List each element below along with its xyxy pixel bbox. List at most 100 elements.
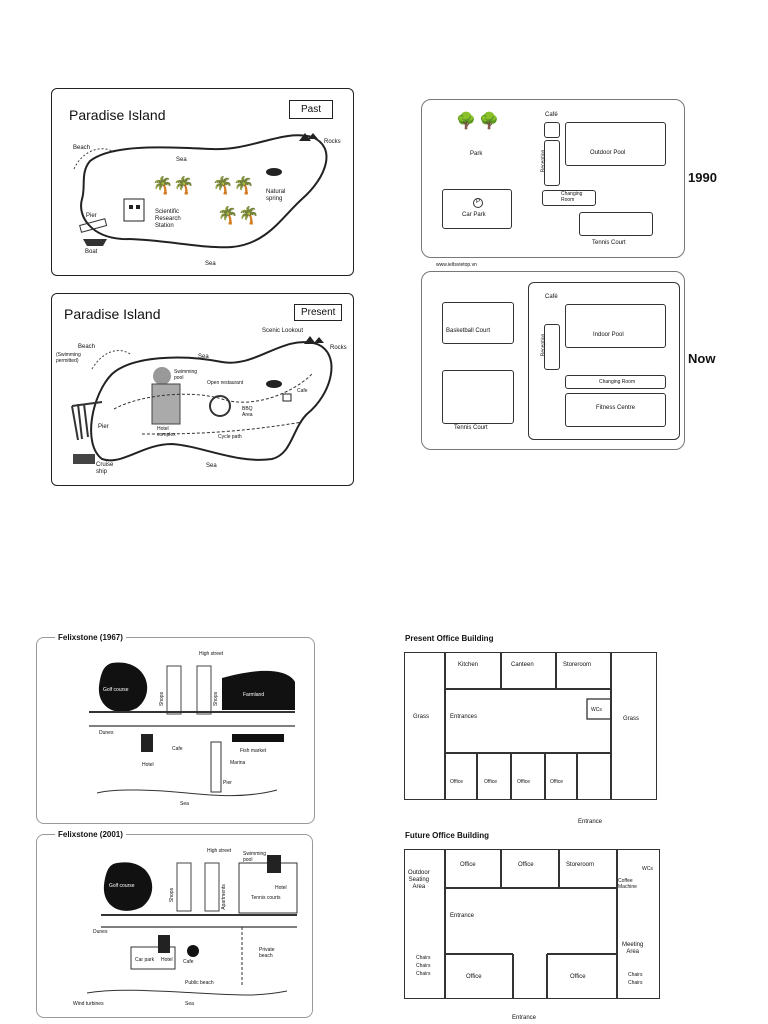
- basketball-court-box: [442, 302, 514, 344]
- storeroom-label: Storeroom: [566, 862, 595, 868]
- rocks-label: Rocks: [330, 345, 347, 351]
- beach-label: Beach: [73, 145, 91, 151]
- hotel-right-label: Hotel: [275, 885, 287, 891]
- fish-market-label: Fish market: [240, 748, 267, 754]
- apartments-label: Apartments: [220, 884, 227, 910]
- swimming-pool-label: Swimming pool: [243, 851, 267, 863]
- reception-box: [544, 140, 560, 186]
- reception-label: Reception: [540, 333, 547, 357]
- office-label-1: Office: [460, 862, 476, 868]
- dunes-label: Dunes: [93, 929, 108, 935]
- reception-label: Reception: [540, 149, 547, 173]
- hotel-label: Hotel: [142, 762, 154, 768]
- leisure-1990-panel: 🌳 🌳 Park Café Reception Outdoor Pool Cha…: [421, 99, 685, 258]
- palm-trees-icon: 🌴🌴: [152, 176, 195, 195]
- fitness-centre-box: [565, 393, 666, 427]
- marina-label: Marina: [230, 760, 246, 766]
- paradise-present-panel: Paradise Island Present Scenic Lookout R…: [51, 293, 354, 486]
- office-present-plan: [404, 652, 657, 800]
- shops-left-label: Shops: [159, 691, 166, 707]
- outdoor-pool-box: [565, 122, 666, 166]
- meeting-area-label: Meeting Area: [622, 942, 644, 955]
- storeroom-label: Storeroom: [563, 662, 592, 668]
- car-park-box: [442, 189, 512, 229]
- chairs-label-1: Chairs: [416, 955, 431, 961]
- tennis-court-box: [579, 212, 653, 236]
- sea-bottom-label: Sea: [206, 463, 217, 469]
- tennis-court-label: Tennis Court: [454, 425, 488, 431]
- indoor-pool-label: Indoor Pool: [593, 332, 624, 338]
- paradise-present-badge: Present: [294, 304, 343, 321]
- hotel-complex-label: Hotel complex: [157, 426, 176, 438]
- indoor-pool-box: [565, 304, 666, 348]
- chairs-label-2: Chairs: [416, 963, 431, 969]
- sea-label: Sea: [185, 1001, 194, 1007]
- felixstowe-2001-map: [86, 855, 298, 996]
- reception-box: [544, 324, 560, 370]
- wind-turbines-label: Wind turbines: [73, 1001, 104, 1007]
- grass-right-label: Grass: [623, 716, 640, 722]
- paradise-past-map: [73, 133, 328, 249]
- cafe-label: Cafe: [183, 959, 194, 965]
- pier-label: Pier: [223, 780, 232, 786]
- entrance-label-bottom: Entrance: [512, 1015, 537, 1021]
- paradise-present-title: Paradise Island: [64, 306, 161, 322]
- changing-room-box: [542, 190, 596, 206]
- tennis-court-label: Tennis Court: [592, 240, 626, 246]
- wcs-label: WCs: [591, 707, 602, 713]
- entrance-label: Entrance: [578, 819, 603, 825]
- farmland-label: Farmland: [243, 692, 265, 698]
- sea-bottom-label: Sea: [205, 261, 216, 267]
- paradise-past-panel: Paradise Island Past 🌴🌴 🌴🌴 🌴🌴 Beach Sea …: [51, 88, 354, 276]
- year-1990-label: 1990: [688, 170, 717, 185]
- high-street-label: High street: [207, 848, 232, 854]
- cafe-label: Cafe: [172, 746, 183, 752]
- beach-label: Beach: [78, 344, 96, 350]
- paradise-present-map: [71, 336, 333, 464]
- public-beach-label: Public beach: [185, 980, 214, 986]
- office-label-2: Office: [484, 779, 497, 785]
- website-label: www.ieltsvietop.vn: [436, 262, 477, 268]
- felixstowe-2001-title: Felixstone (2001): [55, 830, 126, 839]
- car-park-label: Car park: [135, 957, 155, 963]
- rocks-label: Rocks: [324, 139, 341, 145]
- office-label-3: Office: [517, 779, 530, 785]
- felixstowe-1967-panel: Felixstone (1967) Golf course High stree…: [36, 633, 315, 824]
- office-future-plan: [404, 849, 660, 999]
- sea-top-label: Sea: [198, 354, 209, 360]
- canteen-label: Canteen: [511, 662, 534, 668]
- cafe-label: Café: [545, 112, 558, 118]
- open-restaurant-label: Open restaurant: [207, 380, 244, 386]
- swimming-permitted-label: (Swimming permitted): [56, 352, 81, 364]
- sea-top-label: Sea: [176, 157, 187, 163]
- dunes-label: Dunes: [99, 730, 114, 736]
- office-label-2: Office: [518, 862, 534, 868]
- private-beach-label: Private beach: [259, 947, 275, 959]
- office-label-4: Office: [550, 779, 563, 785]
- wcs-label: WCs: [642, 866, 653, 872]
- palm-trees-icon: 🌴🌴: [212, 176, 255, 195]
- felixstowe-1967-title: Felixstone (1967): [55, 633, 126, 642]
- felixstowe-1967-map: [89, 662, 295, 797]
- tennis-courts-label: Tennis courts: [251, 895, 281, 901]
- tree-icon: 🌳: [456, 113, 476, 130]
- shops-label: Shops: [169, 887, 176, 903]
- outdoor-pool-label: Outdoor Pool: [590, 150, 626, 156]
- changing-room-label: Changing Room: [599, 379, 636, 385]
- cafe-label: Cafe: [297, 388, 308, 394]
- office-label-4: Office: [570, 974, 586, 980]
- year-now-label: Now: [688, 351, 716, 366]
- tennis-court-area-box: [442, 370, 514, 424]
- golf-course-label: Golf course: [109, 883, 135, 889]
- outdoor-seating-label: Outdoor Seating Area: [408, 870, 430, 890]
- paradise-past-badge: Past: [289, 100, 334, 119]
- tree-icon: 🌳: [479, 113, 499, 130]
- natural-spring-label: Natural spring: [266, 189, 286, 202]
- scenic-lookout-label: Scenic Lookout: [262, 328, 304, 334]
- office-future-title: Future Office Building: [405, 831, 489, 840]
- office-present-title: Present Office Building: [405, 634, 494, 643]
- chairs-label-5: Chairs: [628, 980, 643, 986]
- changing-room-box: [565, 375, 666, 389]
- grass-left-label: Grass: [413, 714, 430, 720]
- palm-trees-icon: 🌴🌴: [217, 206, 260, 225]
